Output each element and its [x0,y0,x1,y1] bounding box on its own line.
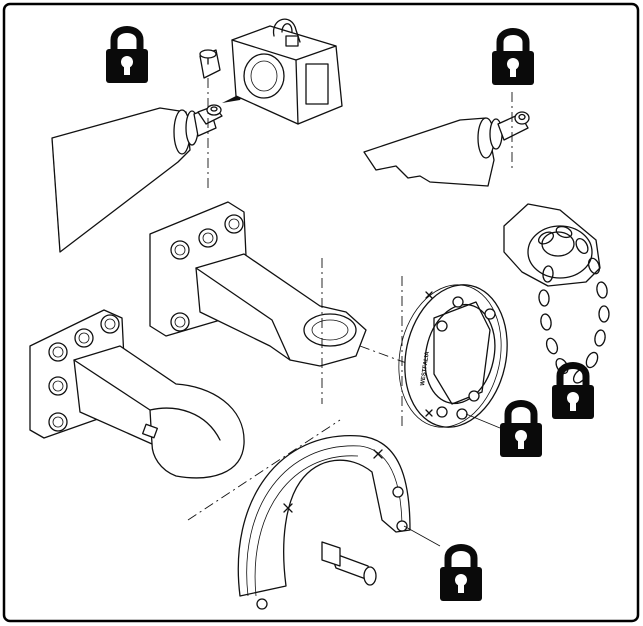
ring-stamp-text: WESTFALIA [420,350,431,386]
padlock-icon [440,544,482,601]
flange-ring: WESTFALIA [398,276,508,430]
padlock-icon [552,362,594,419]
half-ring-assembly [187,419,441,610]
tow-bar-upper [149,201,421,404]
chain-assembly [503,203,610,384]
tow-bar-lower [29,309,245,479]
padlock-icon [500,400,542,457]
padlock-icon [106,26,148,83]
padlock-icon [492,28,534,85]
leader-line [465,413,501,429]
socket-assembly-left [51,18,343,253]
socket-assembly-right [363,92,530,187]
